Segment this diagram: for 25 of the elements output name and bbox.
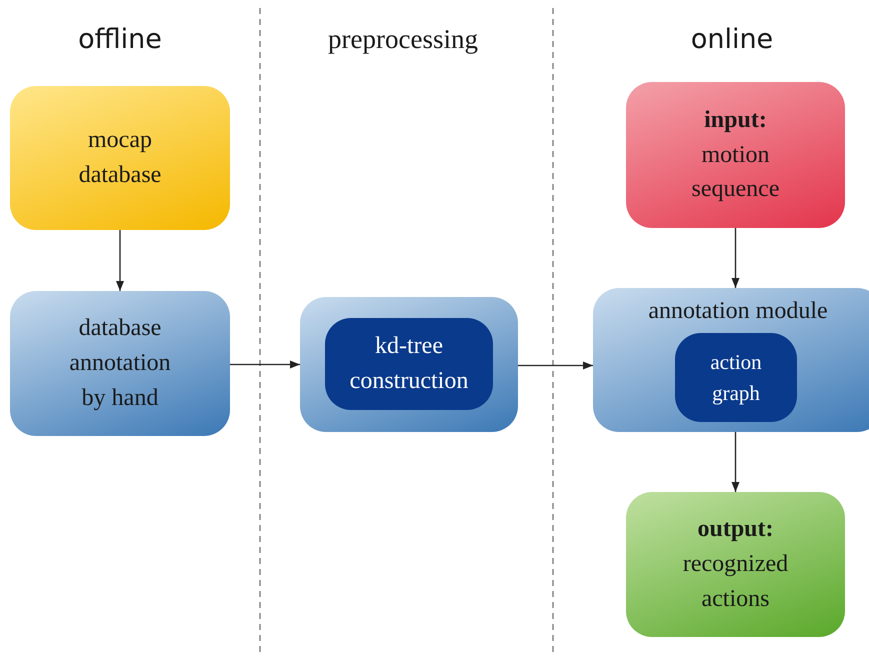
box-heading: input: [704,106,767,135]
box-heading: output: [697,515,774,544]
rounded-box [300,297,518,432]
box-text: mocap database [78,126,162,190]
column-heading: preprocessing [327,24,479,55]
box-text: database annotation by hand [68,314,172,413]
rounded-box [10,291,230,436]
box-text: kd-tree construction [348,332,470,396]
box-text: annotation module [648,297,828,326]
box-text: action graph [709,349,763,406]
rounded-box [593,288,869,432]
rounded-box [325,318,493,410]
arrow [230,360,300,368]
column-heading: online [690,24,774,55]
arrow [732,228,740,288]
box-text: motion sequence [690,140,780,204]
rounded-box [10,86,230,230]
box-text: recognized actions [682,550,790,614]
rounded-box [626,492,845,637]
rounded-box [675,333,797,422]
arrow [116,230,124,291]
arrow [732,432,740,492]
rounded-box [626,82,845,228]
column-heading: offline [77,24,163,55]
arrow [518,362,593,370]
